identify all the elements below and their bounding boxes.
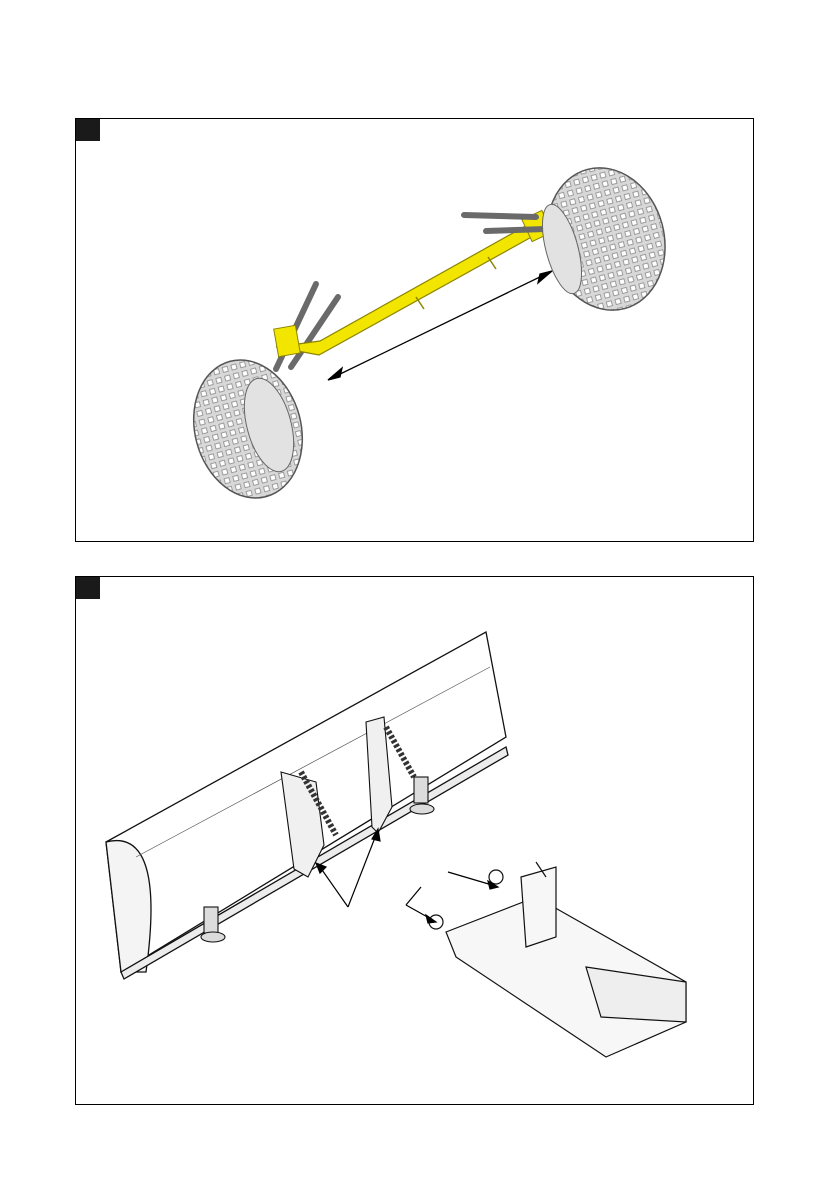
figure-2-panel	[75, 576, 754, 1105]
figure-1-panel	[75, 118, 754, 542]
mount-frame	[429, 862, 686, 1057]
figure-1-illustration	[76, 119, 755, 543]
figure-2-illustration	[76, 577, 755, 1106]
right-wheel	[531, 154, 680, 323]
left-wheel	[179, 348, 318, 511]
mount-pointer-arrows	[406, 872, 498, 923]
left-control-arms	[276, 284, 338, 369]
